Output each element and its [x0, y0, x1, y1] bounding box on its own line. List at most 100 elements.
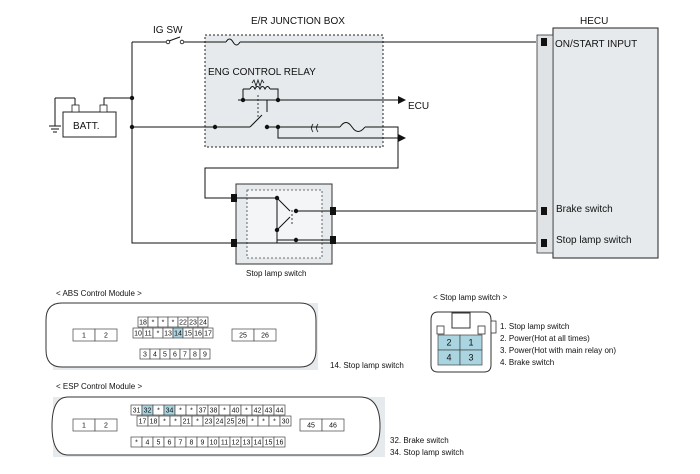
esp-row3-pin-label: 8 — [190, 440, 194, 447]
esp-row2-pin-label: 24 — [216, 419, 224, 426]
ground-icon — [49, 97, 76, 133]
esp-row1-pin-label: 34 — [166, 408, 174, 415]
stop-lamp-switch-output-label: Stop lamp switch — [556, 235, 632, 246]
abs-row2-pin-label: 15 — [184, 331, 192, 338]
esp-row1-pin-label: 42 — [254, 408, 262, 415]
abs-side-pin-label: 2 — [104, 333, 108, 340]
esp-row3-pin-label: 12 — [232, 440, 240, 447]
fuse-icon-2 — [339, 122, 366, 132]
esp-row2-pin-label: 30 — [282, 419, 290, 426]
esp-row3-pin-label: 16 — [276, 440, 284, 447]
esp-row1-pin-label: * — [245, 408, 248, 415]
battery-terminal-neg — [71, 104, 80, 113]
abs-note: 14. Stop lamp switch — [330, 361, 404, 370]
stop-lamp-switch-inner — [246, 189, 323, 259]
esp-note-1: 32. Brake switch — [390, 436, 449, 445]
esp-row2-pin-label: * — [262, 419, 265, 426]
abs-row2-pin-label: 16 — [194, 331, 202, 338]
abs-side-pin-cell — [253, 328, 277, 342]
relay-resistor — [251, 78, 265, 88]
esp-row2-pin-label: * — [196, 419, 199, 426]
junction-dots — [129, 95, 299, 243]
stop-lamp-pin-label: 3 — [468, 353, 473, 363]
esp-row1-pin-label: * — [223, 408, 226, 415]
esp-side-pin-label: 1 — [82, 423, 86, 430]
esp-row2-pin-label: 26 — [238, 419, 246, 426]
esp-row2-pin-label: * — [174, 419, 177, 426]
esp-row3-pin-label: 7 — [179, 440, 183, 447]
abs-row2-pin-label: 10 — [134, 331, 142, 338]
abs-row1-pin-label: * — [152, 320, 155, 327]
esp-row2-pin-label: 23 — [205, 419, 213, 426]
stop-lamp-legend-2: 2. Power(Hot at all times) — [500, 334, 590, 343]
hecu-panel — [552, 27, 659, 259]
esp-row1-pin-label: * — [190, 408, 193, 415]
on-start-input-label: ON/START INPUT — [555, 39, 637, 50]
fuse-icon — [225, 38, 241, 46]
esp-row3-pin-label: 14 — [254, 440, 262, 447]
esp-row3-pin-label: 15 — [265, 440, 273, 447]
abs-row2-pin-label: 11 — [144, 331, 151, 338]
abs-row3-pin-label: 5 — [163, 352, 167, 359]
esp-row3-pin-label: 11 — [221, 440, 228, 447]
esp-row1-pin-label: 37 — [199, 408, 207, 415]
abs-row3-pin-label: 6 — [173, 352, 177, 359]
stop-lamp-connector-key-left — [436, 325, 445, 335]
abs-row3-pin-cell — [199, 348, 211, 360]
esp-row2-pin-label: * — [251, 419, 254, 426]
esp-side-pin-label: 46 — [329, 423, 337, 430]
esp-side-pin-cell — [94, 418, 118, 432]
esp-row2-pin-label: 25 — [227, 419, 235, 426]
stop-lamp-connector-latch — [451, 312, 471, 329]
stop-lamp-legend-4: 4. Brake switch — [500, 358, 554, 367]
esp-row1-pin-label: 38 — [210, 408, 218, 415]
junction-box — [204, 34, 384, 148]
esp-row3-pin-label: 9 — [201, 440, 205, 447]
abs-row2-pin-label: 14 — [174, 331, 182, 338]
abs-row1-pin-label: * — [162, 320, 165, 327]
stop-lamp-switch-caption: Stop lamp switch — [246, 269, 306, 278]
esp-row3-pin-label: 10 — [210, 440, 218, 447]
stop-lamp-pin-label: 4 — [446, 353, 451, 363]
abs-row3-pin-label: 4 — [153, 352, 157, 359]
esp-row1-pin-label: * — [157, 408, 160, 415]
abs-row2-pin-cell — [202, 327, 214, 339]
esp-row1-pin-label: 44 — [276, 408, 284, 415]
esp-side-pin-label: 45 — [307, 423, 315, 430]
hecu-label: HECU — [580, 16, 608, 27]
esp-row1-pin-cell — [273, 404, 286, 416]
esp-row3-pin-label: 6 — [168, 440, 172, 447]
terminal-squares — [231, 38, 547, 247]
esp-row1-pin-label: 43 — [265, 408, 273, 415]
esp-side-pin-cell — [321, 418, 345, 432]
abs-side-pin-label: 1 — [82, 333, 86, 340]
stop-lamp-legend-3: 3. Power(Hot with main relay on) — [500, 346, 616, 355]
arrow-right-icon — [398, 96, 406, 104]
ig-sw-label: IG SW — [153, 25, 183, 36]
battery-terminal-pos — [99, 104, 108, 113]
abs-row3-pin-label: 8 — [193, 352, 197, 359]
esp-side-pin-label: 2 — [104, 423, 108, 430]
wire-break-icon — [311, 123, 319, 133]
esp-note-2: 34. Stop lamp switch — [390, 448, 464, 457]
junction-box-label: E/R JUNCTION BOX — [251, 16, 345, 27]
hecu-connector-strip — [536, 34, 554, 254]
ig-switch-icon — [165, 36, 185, 45]
stop-lamp-pin-cell — [459, 349, 483, 366]
abs-row3-pin-label: 9 — [203, 352, 207, 359]
esp-row3-pin-label: 13 — [243, 440, 251, 447]
brake-switch-label: Brake switch — [556, 204, 613, 215]
esp-row2-pin-label: 17 — [139, 419, 147, 426]
stop-lamp-pin-label: 1 — [468, 338, 473, 348]
abs-row2-pin-label: 13 — [164, 331, 172, 338]
wires — [103, 41, 536, 244]
esp-row2-pin-label: 21 — [183, 419, 191, 426]
esp-row3-pin-label: * — [135, 440, 138, 447]
esp-row2-pin-label: * — [273, 419, 276, 426]
ecu-label: ECU — [408, 101, 429, 112]
abs-row1-pin-cell — [197, 316, 209, 328]
esp-row3-pin-label: 4 — [146, 440, 150, 447]
